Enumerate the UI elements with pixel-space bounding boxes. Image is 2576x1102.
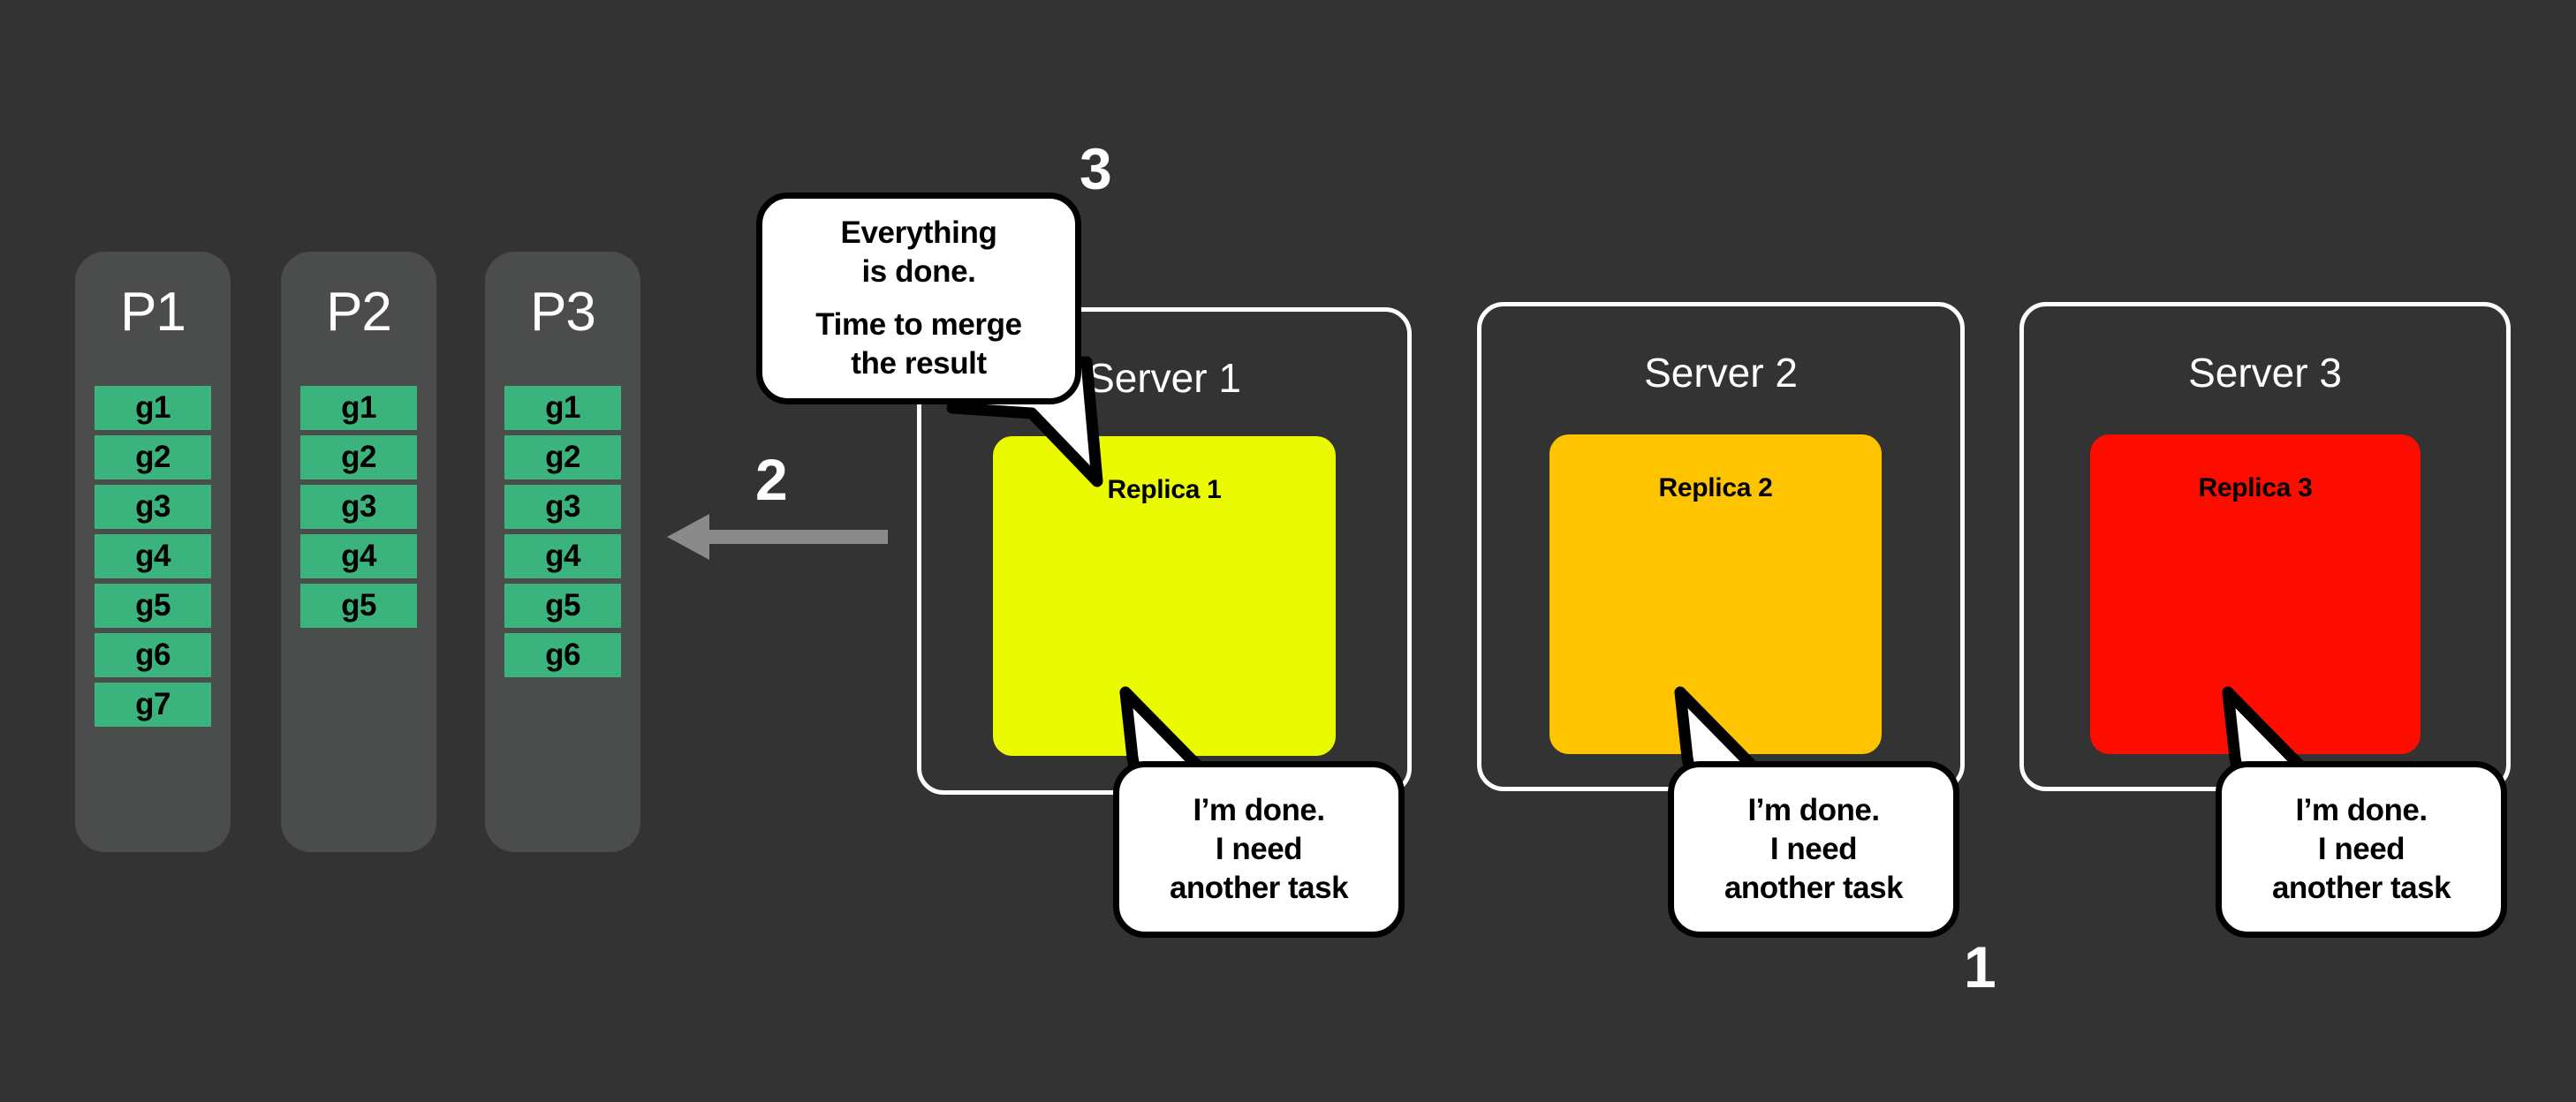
chunk-item: g6 [95,633,211,677]
chunk-item: g5 [300,584,417,628]
partition-p2-chunks: g1 g2 g3 g4 g5 [300,386,417,633]
partition-p3-title: P3 [530,282,596,343]
done-bubble-3-line-1: I’m done. [2295,792,2428,827]
partition-p3: P3 g1 g2 g3 g4 g5 g6 [485,252,640,852]
done-bubble-1-line-2: I need [1215,831,1303,866]
replica-3-label: Replica 3 [2198,473,2313,502]
merge-bubble-line-4: the result [851,346,987,381]
chunk-item: g2 [300,435,417,479]
chunk-item: g1 [300,386,417,430]
chunk-item: g3 [504,485,621,529]
replica-1-box: Replica 1 [993,436,1336,756]
done-bubble-2-line-3: another task [1724,871,1904,906]
merge-bubble-line-3: Time to merge [815,307,1022,342]
merge-bubble-line-2: is done. [861,253,976,289]
partition-p1-title: P1 [120,282,186,343]
chunk-item: g3 [300,485,417,529]
done-bubble-2-line-1: I’m done. [1747,792,1880,827]
done-bubble-3-line-2: I need [2317,831,2406,866]
partition-p3-chunks: g1 g2 g3 g4 g5 g6 [504,386,621,683]
server-1-title: Server 1 [1087,355,1241,401]
partition-p2-title: P2 [326,282,392,343]
merge-bubble-line-1: Everything [840,215,997,250]
chunk-item: g7 [95,683,211,727]
step-number-1: 1 [1964,934,1996,1000]
chunk-item: g1 [504,386,621,430]
done-speech-bubble-3: I’m done. I need another task [2216,761,2507,938]
done-bubble-2-line-2: I need [1769,831,1858,866]
step-number-2: 2 [755,447,788,512]
step-number-3: 3 [1080,136,1112,201]
replica-1-label: Replica 1 [1107,475,1222,504]
merge-arrow-icon [667,514,888,560]
merge-speech-bubble: Everything is done. Time to merge the re… [756,192,1081,404]
chunk-item: g6 [504,633,621,677]
done-speech-bubble-1: I’m done. I need another task [1113,761,1405,938]
replica-3-box: Replica 3 [2090,434,2421,754]
chunk-item: g4 [504,534,621,578]
chunk-item: g5 [504,584,621,628]
replica-2-box: Replica 2 [1549,434,1882,754]
chunk-item: g1 [95,386,211,430]
done-bubble-1-line-3: another task [1169,871,1349,906]
server-3-title: Server 3 [2188,350,2342,396]
done-speech-bubble-2: I’m done. I need another task [1668,761,1959,938]
chunk-item: g2 [95,435,211,479]
chunk-item: g4 [300,534,417,578]
server-2-title: Server 2 [1644,350,1798,396]
chunk-item: g3 [95,485,211,529]
chunk-item: g2 [504,435,621,479]
partition-p1-chunks: g1 g2 g3 g4 g5 g6 g7 [95,386,211,732]
chunk-item: g4 [95,534,211,578]
done-bubble-1-line-1: I’m done. [1193,792,1325,827]
partition-p1: P1 g1 g2 g3 g4 g5 g6 g7 [75,252,231,852]
partition-p2: P2 g1 g2 g3 g4 g5 [281,252,436,852]
done-bubble-3-line-3: another task [2271,871,2451,906]
chunk-item: g5 [95,584,211,628]
replica-2-label: Replica 2 [1658,473,1773,502]
